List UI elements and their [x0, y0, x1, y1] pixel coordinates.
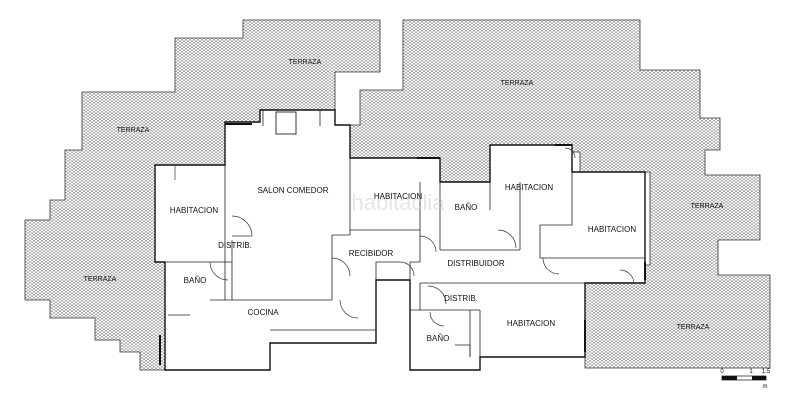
windows — [159, 110, 646, 365]
room-label-habitacion-center: HABITACION — [374, 192, 423, 201]
room-label-bano-left: BAÑO — [184, 276, 207, 285]
scale-tick-1: 1 — [749, 369, 753, 375]
door-swings — [174, 147, 635, 327]
terrace-label-top-right: TERRAZA — [501, 80, 534, 87]
room-label-distrib-right: DISTRIB. — [444, 294, 478, 303]
terrace-label-right-middle: TERRAZA — [691, 203, 724, 210]
room-label-bano-bottom: BAÑO — [427, 334, 450, 343]
terrace-label-top: TERRAZA — [289, 59, 322, 66]
room-label-recibidor: RECIBIDOR — [349, 249, 394, 258]
exterior-wall — [154, 109, 646, 371]
room-label-cocina: COCINA — [247, 308, 279, 317]
room-label-salon-comedor: SALON COMEDOR — [257, 186, 328, 195]
scale-unit: m — [763, 384, 768, 390]
room-label-habitacion-right1: HABITACION — [505, 183, 554, 192]
terrace-label-right-lower: TERRAZA — [677, 324, 710, 331]
room-label-habitacion-left: HABITACION — [170, 206, 219, 215]
terrace-label-left-upper: TERRAZA — [117, 127, 150, 134]
scale-tick-1-5: 1.5 — [762, 369, 771, 375]
room-label-distrib-left: DISTRIB. — [218, 241, 252, 250]
watermark: habitaclia — [352, 190, 446, 215]
scale-bar: 0 1 1.5 m — [720, 369, 771, 390]
scale-tick-0: 0 — [720, 369, 724, 375]
interior-floor — [155, 110, 645, 370]
room-label-habitacion-bottom: HABITACION — [507, 319, 556, 328]
room-label-bano-center: BAÑO — [455, 203, 478, 212]
interior-walls — [165, 158, 645, 357]
room-label-habitacion-right2: HABITACION — [588, 225, 637, 234]
room-label-distribuidor: DISTRIBUIDOR — [447, 259, 505, 268]
terrace-label-left-lower: TERRAZA — [84, 276, 117, 283]
